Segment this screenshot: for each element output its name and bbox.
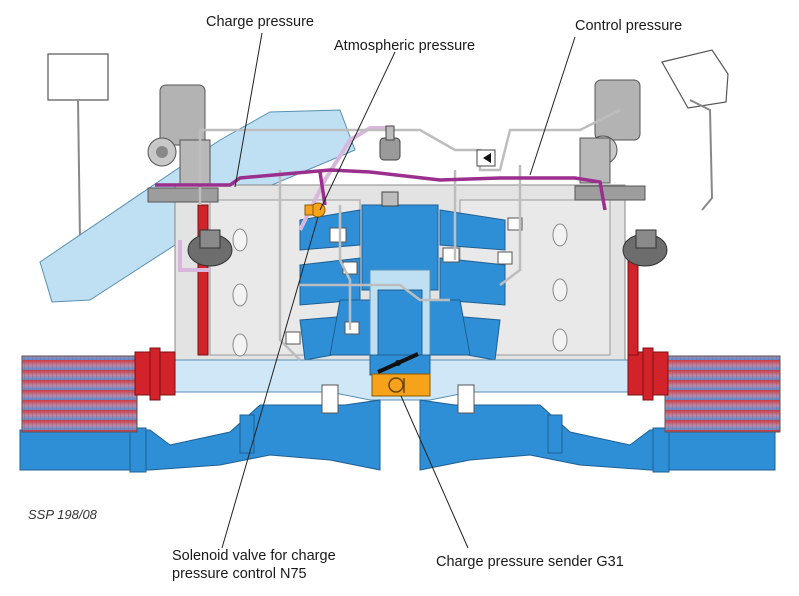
- intercooler-right: [627, 347, 781, 433]
- leader-lines: [221, 32, 576, 549]
- air-box-left: [47, 53, 109, 251]
- label-charge-pressure: Charge pressure: [206, 14, 314, 30]
- turbocharger-right: [574, 79, 668, 267]
- hot-pipes: [197, 204, 639, 356]
- check-valve: [476, 149, 496, 167]
- lower-intake-pipes: [19, 399, 776, 473]
- intercooler-left: [21, 347, 176, 433]
- label-charge-pressure-sender: Charge pressure sender G31: [436, 554, 624, 570]
- pressure-cylinder: [379, 125, 401, 207]
- label-atmospheric-pressure: Atmospheric pressure: [334, 38, 476, 54]
- label-control-pressure: Control pressure: [575, 18, 683, 34]
- label-solenoid-line2: pressure control N75: [172, 566, 307, 582]
- charge-pressure-line: [155, 168, 607, 211]
- throttle-body: [369, 352, 431, 376]
- label-ssp-reference: SSP 198/08: [28, 507, 97, 522]
- label-solenoid-line1: Solenoid valve for charge: [172, 548, 336, 564]
- turbocharger-left: [147, 84, 233, 267]
- atmospheric-pressure-line: [178, 126, 390, 272]
- charge-pressure-sender: [371, 373, 431, 397]
- air-box-right: [661, 49, 729, 211]
